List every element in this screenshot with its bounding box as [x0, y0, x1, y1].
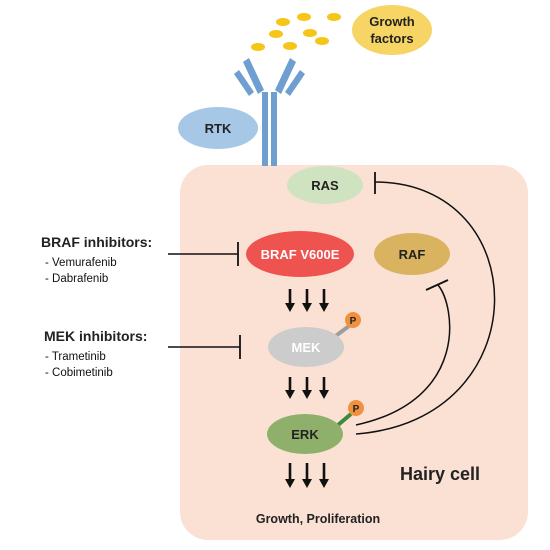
arrow-head [302, 303, 312, 312]
braf-inhibitor-drug-2: - Dabrafenib [45, 273, 108, 285]
hairy-cell-label: Hairy cell [400, 464, 480, 484]
ligand-dot [297, 13, 311, 21]
mek-inhibitors-title: MEK inhibitors: [44, 328, 147, 344]
erk-phospho-link [336, 412, 353, 427]
ligand-dot [276, 18, 290, 26]
ligand-dot [315, 37, 329, 45]
arrows-erk-to-output [285, 463, 329, 488]
erk-phospho-label: P [353, 404, 360, 415]
ligand-dot [283, 42, 297, 50]
arrows-braf-to-mek [285, 289, 329, 312]
arrow-head [319, 479, 329, 488]
raf-label: RAF [399, 247, 426, 262]
braf-v600e-label: BRAF V600E [261, 247, 340, 262]
receptor-arm-right-outer [285, 70, 305, 96]
arrow-head [285, 390, 295, 399]
ras-label: RAS [311, 178, 339, 193]
braf-v600e-node [246, 231, 354, 277]
mek-node [268, 327, 344, 367]
mek-label: MEK [292, 340, 322, 355]
output-label: Growth, Proliferation [256, 512, 380, 526]
arrow-head [302, 479, 312, 488]
mek-inhibitor-drug-1: - Trametinib [45, 351, 106, 363]
growth-factor-dots [251, 13, 341, 51]
feedback-erk-to-ras [355, 181, 496, 435]
rtk-receptor [234, 58, 305, 166]
feedback-raf-tbar [425, 279, 449, 291]
erk-node [267, 414, 343, 454]
rtk-label: RTK [205, 121, 232, 136]
mek-inhibitor-drug-2: - Cobimetinib [45, 367, 113, 379]
ras-node [287, 166, 363, 204]
growth-factors-bubble [352, 5, 432, 55]
rtk-bubble [178, 107, 258, 149]
growth-factors-label-line2: factors [370, 31, 413, 46]
receptor-arm-right-inner [275, 58, 296, 94]
ligand-dot [303, 29, 317, 37]
mek-phospho-label: P [350, 316, 357, 327]
arrow-head [319, 303, 329, 312]
ligand-dot [251, 43, 265, 51]
braf-inhibitor-drug-1: - Vemurafenib [45, 257, 117, 269]
receptor-arm-left-inner [243, 58, 264, 94]
growth-factors-label-line1: Growth [369, 14, 415, 29]
ligand-dot [269, 30, 283, 38]
receptor-arm-left-outer [234, 70, 254, 96]
raf-node [374, 233, 450, 275]
receptor-stem-left [262, 92, 268, 166]
arrows-mek-to-erk [285, 377, 329, 399]
arrow-head [319, 390, 329, 399]
feedback-erk-to-raf [355, 284, 451, 426]
mek-phospho-circle [345, 312, 361, 328]
erk-label: ERK [291, 427, 319, 442]
arrow-head [285, 303, 295, 312]
receptor-stem-right [271, 92, 277, 166]
braf-inhibitors-title: BRAF inhibitors: [41, 234, 152, 250]
arrow-head [302, 390, 312, 399]
ligand-dot [327, 13, 341, 21]
arrow-head [285, 479, 295, 488]
erk-phospho-circle [348, 400, 364, 416]
